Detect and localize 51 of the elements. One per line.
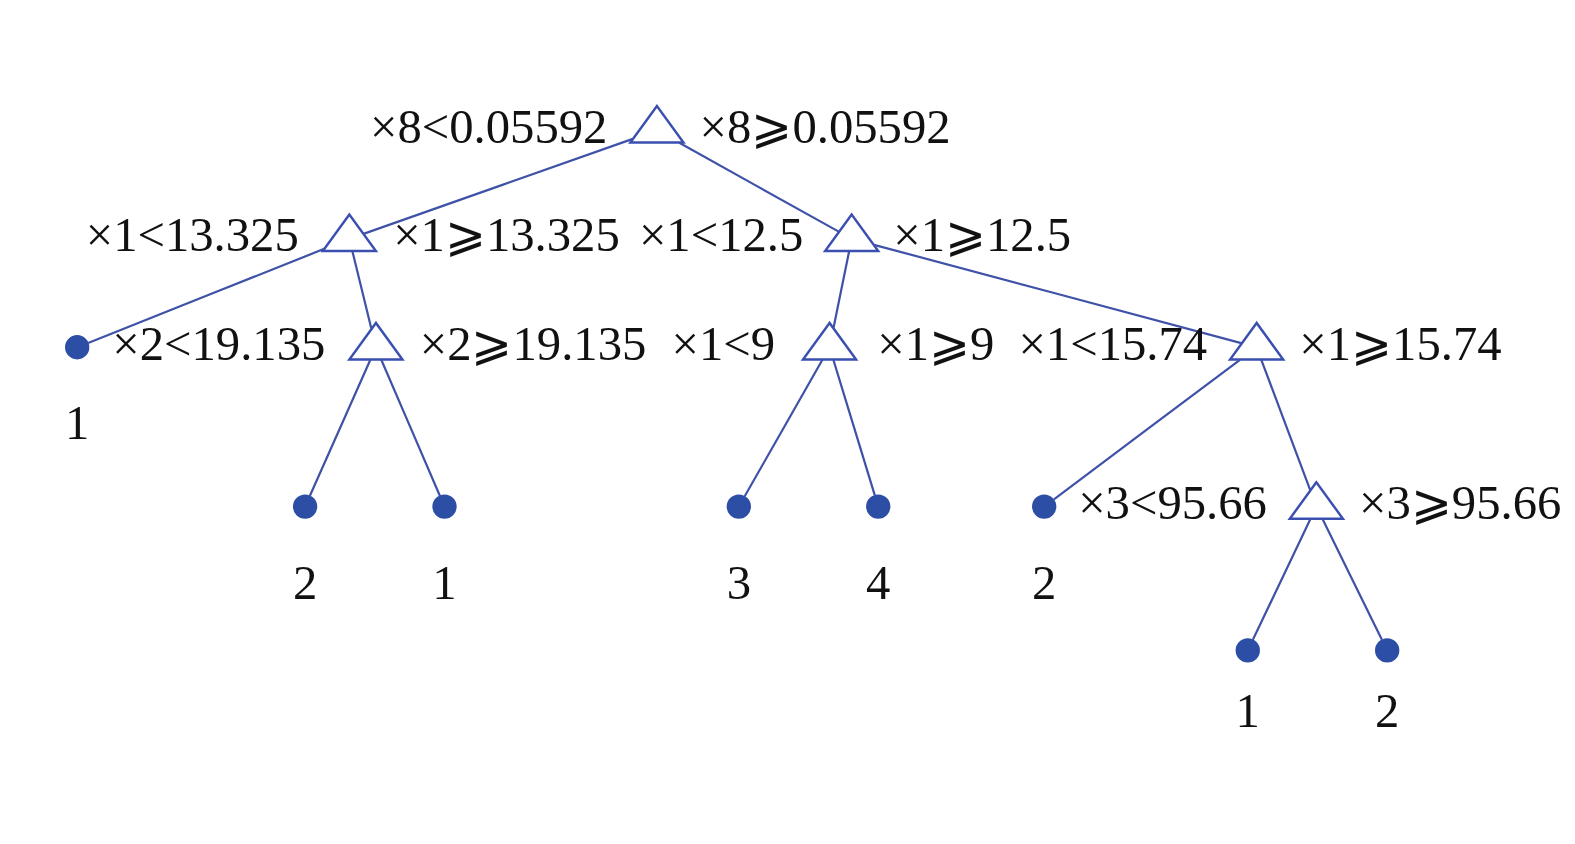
node-label: ×8<0.05592 <box>370 99 608 154</box>
node-label: 2 <box>1375 683 1400 738</box>
node-triangle <box>346 320 405 361</box>
node-circle <box>1032 493 1057 519</box>
connector <box>873 243 1242 344</box>
connector <box>743 358 824 497</box>
node-circle <box>432 493 457 519</box>
connector <box>1251 517 1312 640</box>
connector <box>832 358 876 496</box>
node-label: 2 <box>292 555 318 610</box>
connector <box>351 250 373 329</box>
node-label: ×3⩾95.66 <box>1359 475 1562 530</box>
node-label: 1 <box>1235 683 1260 738</box>
node-label: ×1<9 <box>671 316 776 371</box>
node-label: ×2<19.135 <box>112 316 326 371</box>
node-circle <box>65 334 90 359</box>
node-label: ×1<15.74 <box>1018 316 1208 371</box>
connector <box>1321 517 1383 640</box>
node-label: 2 <box>1032 555 1057 610</box>
connector <box>87 247 325 344</box>
node-label: ×3<95.66 <box>1078 475 1267 530</box>
node-triangle <box>628 103 686 144</box>
connector <box>308 358 372 497</box>
node-label: ×8⩾0.05592 <box>699 99 951 154</box>
node-label: 1 <box>65 395 90 450</box>
node-label: ×1⩾12.5 <box>893 207 1072 262</box>
node-label: ×1⩾13.325 <box>393 207 620 262</box>
node-circle <box>292 493 318 519</box>
node-label: ×1⩾15.74 <box>1299 316 1502 371</box>
node-circle <box>866 493 891 519</box>
connector <box>678 141 839 232</box>
node-triangle <box>1227 320 1286 361</box>
node-label: ×2⩾19.135 <box>419 316 647 371</box>
connector <box>363 137 634 235</box>
connector <box>1260 358 1312 490</box>
node-triangle <box>822 211 881 252</box>
connector <box>832 250 851 328</box>
node-label: ×1⩾9 <box>877 316 995 371</box>
node-label: ×1<12.5 <box>638 207 804 262</box>
node-triangle <box>1287 479 1346 520</box>
node-triangle <box>800 320 859 361</box>
node-circle <box>1235 637 1260 663</box>
node-circle <box>726 493 751 519</box>
connector <box>1053 358 1241 500</box>
node-triangle <box>320 211 379 252</box>
node-label: 3 <box>726 555 751 610</box>
node-label: 1 <box>432 555 457 610</box>
node-label: 4 <box>866 555 891 610</box>
connector <box>380 358 442 497</box>
node-label: ×1<13.325 <box>85 207 299 262</box>
node-circle <box>1375 637 1400 663</box>
